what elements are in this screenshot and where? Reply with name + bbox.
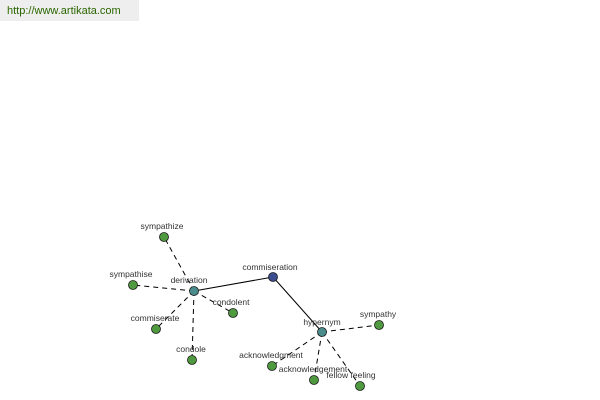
node-label-commiseration[interactable]: commiseration: [242, 262, 298, 272]
labels-layer: commiseration derivation hypernym sympathiz…: [110, 221, 397, 380]
node-label-sympathy[interactable]: sympathy: [360, 309, 397, 319]
edge-commiseration-hypernym: [272, 276, 323, 333]
node-label-fellow-feeling[interactable]: fellow feeling: [326, 370, 375, 380]
node-label-condole[interactable]: condole: [176, 344, 206, 354]
node-condolent[interactable]: [228, 308, 238, 318]
edge-commiseration-derivation: [193, 276, 274, 292]
node-label-derivation[interactable]: derivation: [171, 275, 208, 285]
node-label-sympathise[interactable]: sympathise: [110, 269, 153, 279]
node-fellow-feeling[interactable]: [355, 381, 365, 391]
edges-layer: [132, 236, 380, 387]
edge-hypernym-sympathy: [321, 324, 380, 333]
edge-hypernym-acknowledgement: [313, 331, 323, 381]
node-hypernym[interactable]: [317, 327, 327, 337]
node-sympathize[interactable]: [159, 232, 169, 242]
node-acknowledgment[interactable]: [267, 361, 277, 371]
node-label-commiserate[interactable]: commiserate: [131, 313, 180, 323]
node-commiseration[interactable]: [268, 272, 278, 282]
node-sympathise[interactable]: [128, 280, 138, 290]
edge-derivation-sympathize: [163, 236, 195, 292]
node-condole[interactable]: [187, 355, 197, 365]
node-label-sympathize[interactable]: sympathize: [141, 221, 184, 231]
node-acknowledgement[interactable]: [309, 375, 319, 385]
node-commiserate[interactable]: [151, 324, 161, 334]
edge-derivation-condole: [191, 290, 195, 361]
node-label-acknowledgment[interactable]: acknowledgment: [239, 350, 303, 360]
edge-derivation-condolent: [193, 290, 234, 314]
edge-hypernym-acknowledgment: [271, 331, 323, 367]
node-label-acknowledgement[interactable]: acknowledgement: [279, 364, 348, 374]
node-label-condolent[interactable]: condolent: [213, 297, 251, 307]
edge-derivation-sympathise: [132, 284, 195, 292]
node-label-hypernym[interactable]: hypernym: [303, 317, 340, 327]
node-sympathy[interactable]: [374, 320, 384, 330]
nodes-layer: [128, 232, 384, 391]
site-url-link[interactable]: http://www.artikata.com: [0, 0, 139, 21]
edge-derivation-commiserate: [155, 290, 195, 330]
node-derivation[interactable]: [189, 286, 199, 296]
edge-hypernym-fellow-feeling: [321, 331, 361, 387]
